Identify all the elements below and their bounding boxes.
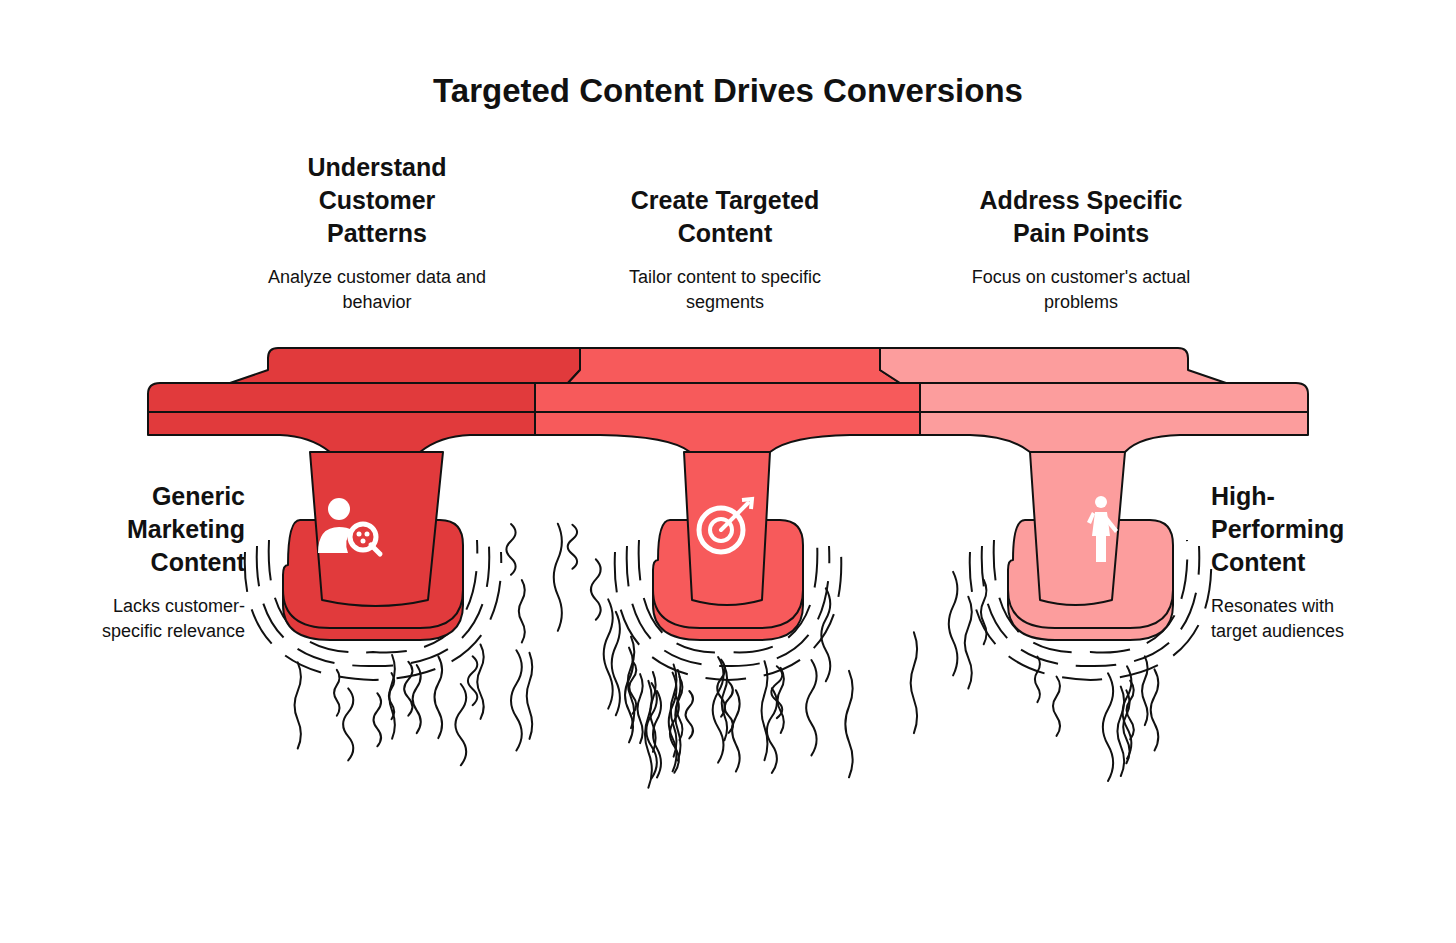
wave-line <box>295 662 301 748</box>
side-description: Resonates with target audiences <box>1211 594 1381 644</box>
wave-line <box>981 580 987 645</box>
wave-line <box>675 670 680 761</box>
pillar-text: Create Targeted ContentTailor content to… <box>575 140 875 315</box>
wave-line <box>638 674 643 743</box>
wave-line <box>519 580 525 642</box>
wave-line <box>1142 656 1148 725</box>
wave-line <box>1117 687 1124 776</box>
wave-line <box>343 688 353 760</box>
wave-line <box>965 597 972 689</box>
pillar-text: Address Specific Pain PointsFocus on cus… <box>931 140 1231 315</box>
wave-line <box>477 645 483 719</box>
wave-line <box>722 666 727 740</box>
wave-line <box>389 655 395 739</box>
wave-line <box>821 588 830 681</box>
wave-line <box>806 660 816 755</box>
pillar-heading: Address Specific Pain Points <box>956 184 1206 250</box>
wave-line <box>778 668 784 733</box>
side-description: Lacks customer-specific relevance <box>65 594 245 644</box>
pillar-node: Understand Customer PatternsAnalyze cust… <box>227 140 527 645</box>
wave-line <box>612 612 620 716</box>
diagram-title: Targeted Content Drives Conversions <box>0 72 1456 110</box>
wave-line <box>468 656 477 705</box>
wave-line <box>568 525 577 569</box>
pillar-text: Understand Customer PatternsAnalyze cust… <box>227 140 527 315</box>
pillar-node: Create Targeted ContentTailor content to… <box>575 140 875 645</box>
wave-line <box>845 671 852 778</box>
pillar-node: Address Specific Pain PointsFocus on cus… <box>931 140 1231 645</box>
wave-line <box>527 653 533 739</box>
wave-line <box>1053 677 1060 736</box>
pillar-heading: Create Targeted Content <box>605 184 845 250</box>
pillar-description: Tailor content to specific segments <box>600 265 850 315</box>
wave-line <box>404 662 412 716</box>
wave-line <box>1127 681 1134 740</box>
wave-line <box>629 661 636 714</box>
wave-line <box>511 650 522 750</box>
wave-line <box>604 599 613 708</box>
wave-line <box>554 524 562 631</box>
wave-line <box>374 693 382 746</box>
wave-line <box>767 688 777 773</box>
wave-line <box>911 632 917 733</box>
wave-line <box>1103 673 1113 781</box>
pillar-description: Analyze customer data and behavior <box>257 265 497 315</box>
wave-line <box>506 524 515 575</box>
side-heading: High-Performing Content <box>1211 480 1371 579</box>
wave-line <box>455 684 466 765</box>
wave-line <box>650 672 656 752</box>
wave-line <box>1035 657 1040 703</box>
pillar-heading: Understand Customer Patterns <box>282 151 472 250</box>
wave-line <box>435 656 443 738</box>
wave-line <box>732 690 740 771</box>
side-heading: Generic Marketing Content <box>95 480 245 579</box>
wave-line <box>949 572 958 676</box>
wave-line <box>1151 669 1159 750</box>
wave-line <box>591 559 601 620</box>
wave-line <box>686 691 693 738</box>
pillar-description: Focus on customer's actual problems <box>971 265 1191 315</box>
